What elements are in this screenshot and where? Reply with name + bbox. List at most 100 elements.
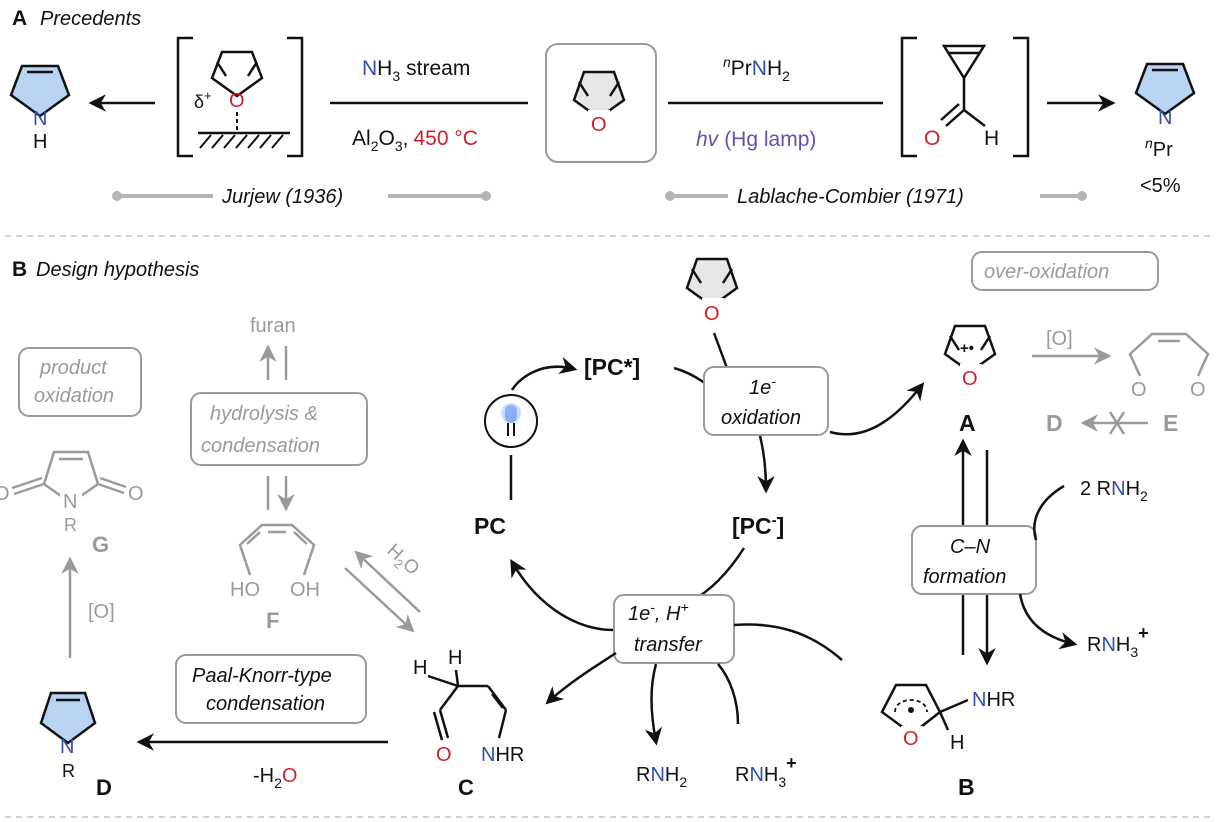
dialdehyde-o-right: O <box>1190 379 1206 401</box>
radical-b-nhr: NHR <box>972 689 1015 711</box>
pyrrole-h-atom: H <box>33 131 47 153</box>
label-b: B <box>958 774 975 800</box>
led-icon <box>484 394 538 448</box>
label-f: F <box>266 608 279 633</box>
allyl-radical-b-structure: O NHR H <box>880 683 1015 754</box>
oxidant-label-left: [O] <box>88 601 115 623</box>
pc-label: PC <box>474 513 506 539</box>
aminoaldehyde-c-structure: H H O NHR <box>413 647 524 766</box>
maleimide-o-left: O <box>0 483 10 505</box>
ammonium-product: RNH3+ <box>1087 623 1149 660</box>
pyrrole-npr-n: N <box>1158 107 1172 129</box>
jurjew-citation: Jurjew (1936) <box>112 186 491 208</box>
c-nhr: NHR <box>481 744 524 766</box>
rnh3-reagent: RNH3+ <box>735 753 797 790</box>
oxidation-box-line-1: 1e- <box>749 373 776 399</box>
rnh3-to-transfer-line <box>717 663 740 725</box>
label-d: D <box>96 775 112 800</box>
maleimide-g-structure: N O O R <box>0 450 144 535</box>
dialdehyde-o-left: O <box>1131 379 1147 401</box>
arrow-transfer-to-rnh2 <box>644 663 663 746</box>
c-h-atom-2: H <box>413 657 427 679</box>
c-h-atom: H <box>448 647 462 669</box>
radical-cation-a-structure: +• O <box>943 324 997 390</box>
enediol-ho: HO <box>230 579 260 601</box>
radical-b-h: H <box>950 732 964 754</box>
hydrolysis-line-1: hydrolysis & <box>210 403 318 425</box>
c-o-atom: O <box>436 744 452 766</box>
panel-b-title: Design hypothesis <box>36 259 199 281</box>
pyrrole-npr-substituent: nPr <box>1145 135 1173 161</box>
transfer-box-line-2: transfer <box>634 634 703 656</box>
maleimide-o-right: O <box>128 483 144 505</box>
maleimide-r: R <box>64 515 77 535</box>
furan-to-oxidation-line <box>712 332 729 369</box>
arrow-oxidation-to-a <box>829 382 925 436</box>
surface-intermediate: O δ+ <box>176 36 304 158</box>
hydrolysis-box <box>190 392 368 466</box>
yield-value: <5% <box>1140 175 1181 197</box>
pcstar-to-oxidation-line <box>673 366 707 386</box>
pcminus-to-transfer-line <box>689 547 746 604</box>
blocked-cross-2 <box>1108 411 1126 435</box>
arrow-oxidation-to-pcminus <box>757 435 775 494</box>
pyrrole-n-atom: N <box>33 108 47 130</box>
hg-lamp-condition: hv(Hg lamp) <box>696 128 816 151</box>
label-c: C <box>458 775 474 800</box>
furan-substrate-o: O <box>704 303 720 325</box>
aldehyde-o-atom: O <box>924 127 940 150</box>
oxidation-box <box>703 366 829 436</box>
cn-formation-box <box>911 525 1037 595</box>
paal-knorr-box <box>175 654 367 724</box>
rnh2-product: RNH2 <box>636 764 687 790</box>
lablache-citation-text: Lablache-Combier (1971) <box>737 186 964 208</box>
pyrrole-nh-structure: N H <box>9 64 71 153</box>
b-to-transfer-line <box>733 623 843 661</box>
product-oxidation-box <box>18 347 142 417</box>
cn-formation-line-2: formation <box>923 566 1006 588</box>
pyrrole-d-n: N <box>60 736 74 758</box>
label-g: G <box>92 532 109 557</box>
pc-star-label: [PC*] <box>584 354 640 380</box>
transfer-box <box>613 594 735 664</box>
radical-b-o: O <box>903 728 919 750</box>
minus-water-label: -H2O <box>253 765 297 791</box>
amine-to-cn-line <box>1033 484 1065 541</box>
furan-box <box>545 43 657 163</box>
hydrolysis-line-2: condensation <box>201 435 320 457</box>
paal-knorr-line-1: Paal-Knorr-type <box>192 665 332 687</box>
pyrrole-d-structure: N R <box>39 691 97 781</box>
maleimide-n: N <box>63 491 77 513</box>
product-oxidation-line-2: oxidation <box>34 385 114 407</box>
pyrrole-npr-structure: N nPr <box>1134 62 1196 161</box>
transfer-box-line-1: 1e-, H+ <box>628 599 689 625</box>
dialdehyde-e-structure: O O <box>1128 332 1210 401</box>
cyclopropene-intermediate: O H <box>900 36 1030 158</box>
furan-o-atom: O <box>591 114 607 136</box>
alumina-condition: Al2O3,450 °C <box>352 127 478 154</box>
over-oxidation-text: over-oxidation <box>984 261 1109 283</box>
furan-structure: O <box>572 70 626 136</box>
radical-cation-o: O <box>962 368 978 390</box>
furan-substrate-structure: O <box>685 257 739 325</box>
lablache-citation: Lablache-Combier (1971) <box>665 186 1087 208</box>
pyrrole-d-r: R <box>62 761 75 781</box>
cn-formation-line-1: C–N <box>950 536 991 558</box>
enediol-f-structure: HO OH <box>230 523 320 601</box>
label-d-gray: D <box>1046 410 1063 436</box>
oxidant-label-right: [O] <box>1046 328 1073 350</box>
water-label: H2O <box>381 540 424 582</box>
over-oxidation-box <box>971 251 1159 291</box>
product-oxidation-line-1: product <box>39 357 108 379</box>
water-arrow-back <box>354 550 421 613</box>
panel-a-letter: A <box>12 7 27 30</box>
jurjew-citation-text: Jurjew (1936) <box>221 186 343 208</box>
arc-led-to-pcstar <box>510 356 578 391</box>
radical-cation-mark: +• <box>960 340 974 357</box>
label-a: A <box>959 410 976 436</box>
arrow-transfer-to-c <box>545 651 617 705</box>
furan-gray-label: furan <box>250 315 296 337</box>
surface-furan-o: O <box>229 90 245 112</box>
amine-reagent: 2 RNH2 <box>1080 478 1148 504</box>
